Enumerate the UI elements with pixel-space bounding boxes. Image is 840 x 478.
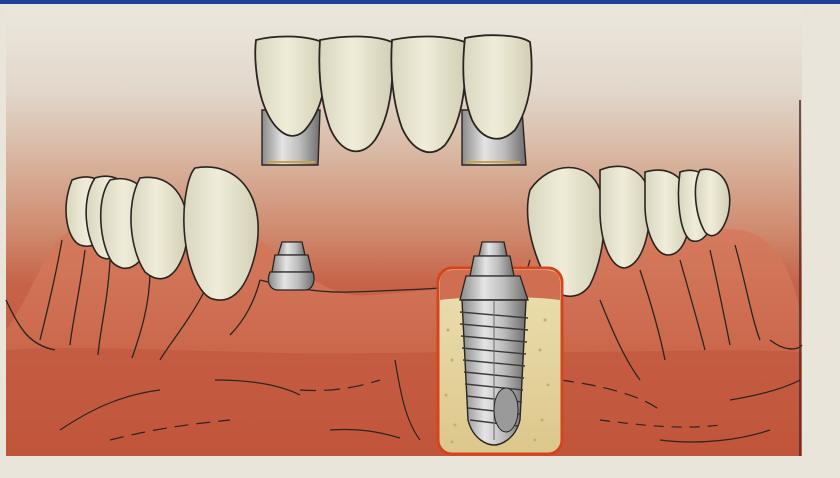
implant-cross-section — [438, 242, 562, 454]
top-frame-line — [0, 0, 840, 4]
